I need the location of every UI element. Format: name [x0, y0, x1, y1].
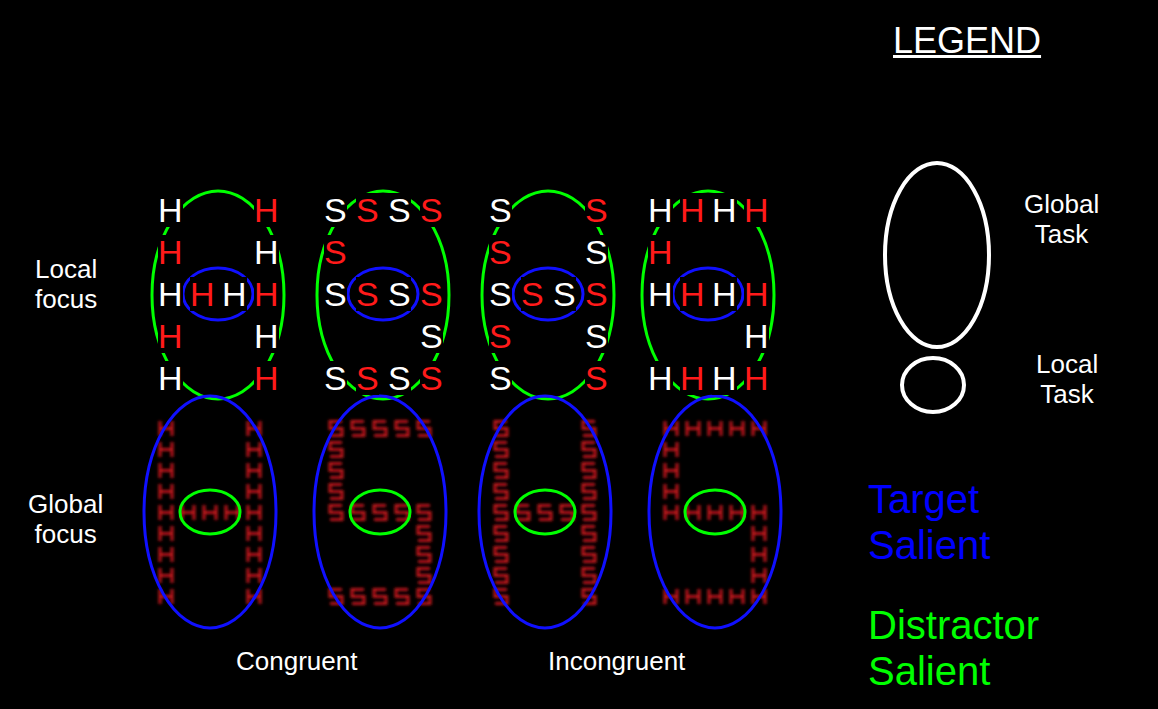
local-letter: S	[388, 361, 411, 395]
local-letter: H	[158, 319, 183, 353]
local-letter: S	[489, 193, 512, 227]
local-task-ellipse	[350, 490, 410, 534]
blurred-letters	[325, 418, 435, 607]
local-letter: S	[585, 193, 608, 227]
local-letter: H	[680, 193, 705, 227]
global-task-ellipse	[649, 396, 781, 628]
local-letter: S	[356, 193, 379, 227]
local-letter: H	[158, 277, 183, 311]
local-letter: S	[324, 193, 347, 227]
row-label: Local focus	[35, 255, 97, 315]
local-letter: S	[324, 235, 347, 269]
local-letter: H	[254, 277, 279, 311]
local-letter: S	[324, 277, 347, 311]
legend-text: Target Salient	[868, 476, 990, 568]
legend-sample-ellipse	[885, 163, 989, 347]
local-letter: S	[420, 319, 443, 353]
local-letter: S	[489, 319, 512, 353]
local-letter: H	[222, 277, 247, 311]
local-letter: H	[648, 193, 673, 227]
legend-text: Global Task	[1024, 190, 1099, 250]
local-letter: S	[420, 193, 443, 227]
local-letter: S	[585, 319, 608, 353]
local-letter: H	[158, 361, 183, 395]
local-letter: H	[712, 277, 737, 311]
global-task-ellipse	[317, 191, 449, 399]
local-task-ellipse	[685, 490, 745, 534]
legend-text: Local Task	[1036, 350, 1098, 410]
global-task-ellipse	[144, 396, 276, 628]
local-letter: H	[190, 277, 215, 311]
local-letter: H	[158, 193, 183, 227]
local-letter: H	[254, 193, 279, 227]
global-task-ellipse	[152, 191, 284, 399]
local-letter: H	[648, 277, 673, 311]
local-task-ellipse	[183, 268, 253, 320]
local-letter: S	[521, 277, 544, 311]
local-letter: S	[420, 361, 443, 395]
blurred-navon-figure	[660, 418, 770, 607]
local-letter: H	[680, 361, 705, 395]
legend-sample-ellipse	[902, 358, 964, 412]
local-letter: H	[648, 361, 673, 395]
local-letter: H	[744, 277, 769, 311]
local-task-ellipse	[515, 490, 575, 534]
row-label: Global focus	[28, 490, 103, 550]
local-letter: S	[489, 361, 512, 395]
column-label: Congruent	[236, 647, 357, 677]
blurred-letters	[155, 418, 265, 607]
global-task-ellipse	[482, 191, 614, 399]
local-letter: S	[388, 193, 411, 227]
local-letter: S	[489, 277, 512, 311]
global-task-ellipse	[642, 191, 774, 399]
blurred-letters	[490, 418, 600, 607]
local-letter: S	[489, 235, 512, 269]
legend-heading: LEGEND	[893, 20, 1041, 61]
local-letter: H	[712, 361, 737, 395]
blurred-navon-figure	[490, 418, 600, 607]
blurred-letters	[660, 418, 770, 607]
local-letter: S	[388, 277, 411, 311]
column-label: Incongruent	[548, 647, 685, 677]
local-letter: H	[648, 235, 673, 269]
blurred-navon-figure	[325, 418, 435, 607]
local-letter: S	[585, 277, 608, 311]
local-letter: H	[158, 235, 183, 269]
local-letter: H	[744, 319, 769, 353]
local-letter: S	[356, 277, 379, 311]
local-task-ellipse	[673, 268, 743, 320]
local-letter: S	[585, 361, 608, 395]
local-letter: H	[680, 277, 705, 311]
global-task-ellipse	[314, 396, 446, 628]
local-task-ellipse	[180, 490, 240, 534]
local-letter: H	[254, 319, 279, 353]
local-letter: S	[585, 235, 608, 269]
local-letter: S	[324, 361, 347, 395]
local-letter: H	[254, 361, 279, 395]
local-letter: S	[420, 277, 443, 311]
local-letter: S	[553, 277, 576, 311]
local-letter: H	[744, 361, 769, 395]
local-letter: H	[744, 193, 769, 227]
local-letter: S	[356, 361, 379, 395]
blurred-navon-figure	[155, 418, 265, 607]
local-letter: H	[254, 235, 279, 269]
local-letter: H	[712, 193, 737, 227]
local-task-ellipse	[513, 268, 583, 320]
global-task-ellipse	[479, 396, 611, 628]
local-task-ellipse	[348, 268, 418, 320]
legend-text: Distractor Salient	[868, 602, 1039, 694]
